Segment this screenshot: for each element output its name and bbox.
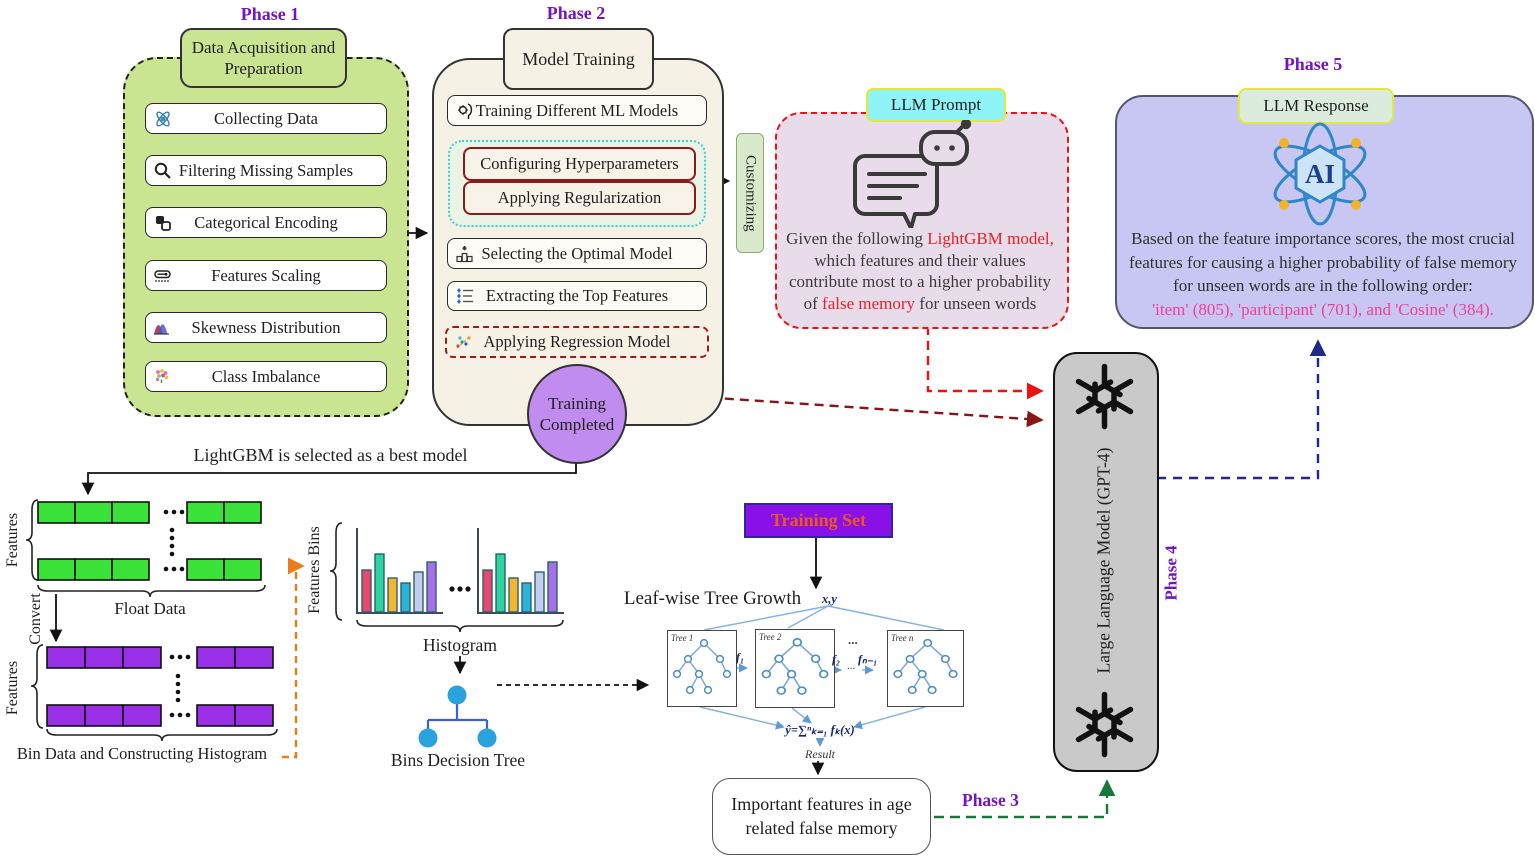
llm-prompt-text: Given the following LightGBM model, whic…	[786, 229, 1054, 313]
tree-dots: ...	[848, 632, 858, 647]
distribution-icon	[154, 323, 169, 335]
customizing-tag: Customizing	[736, 133, 764, 253]
fn1-label: fₙ₋₁	[858, 652, 878, 666]
convert-label: Convert	[27, 593, 45, 645]
step-configuring-hyperparameters: Configuring Hyperparameters	[463, 147, 696, 181]
result-label: Result	[805, 747, 835, 761]
optimal-model-icon	[456, 245, 473, 262]
llm-prompt-label: LLM Prompt	[866, 88, 1006, 122]
histogram-label: Histogram	[423, 635, 497, 655]
phase2-label: Phase 2	[546, 2, 606, 23]
robot-chat-icon	[853, 120, 972, 228]
ai-label: AI	[1304, 158, 1335, 189]
gpt4-title: Large Language Model (GPT-4)	[1093, 447, 1114, 673]
tree-1-box: Tree 1	[667, 630, 737, 707]
step-skewness-distribution: Skewness Distribution	[145, 312, 387, 343]
phase2-title: Model Training	[503, 28, 654, 90]
encoding-icon	[156, 215, 171, 231]
tree-n-box: Tree n	[887, 630, 964, 707]
step-class-imbalance: Class Imbalance	[145, 361, 387, 392]
f1-label: f₁	[736, 650, 745, 664]
lightgbm-note: LightGBM is selected as a best model	[193, 444, 468, 465]
features-bins-label: Features Bins	[306, 526, 324, 614]
phase4-label: Phase 4	[1162, 544, 1181, 601]
phase5-label: Phase 5	[1283, 53, 1343, 74]
step-extracting-top-features: Extracting the Top Features	[447, 281, 707, 311]
tree-diagram-icon	[761, 638, 829, 695]
step-training-ml-models: Training Different ML Models	[447, 95, 707, 126]
f-dots: ...	[847, 660, 856, 672]
step-applying-regression-model: Applying Regression Model	[445, 326, 709, 358]
training-completed-circle: Training Completed	[527, 364, 627, 464]
phase1-title: Data Acquisition and Preparation	[180, 28, 347, 88]
xy-label: x,y	[822, 592, 837, 606]
llm-response-highlight: 'item' (805), 'participant' (701), and '…	[1152, 299, 1494, 319]
step-collecting-data: Collecting Data	[145, 103, 387, 134]
features-label-bin: Features	[4, 660, 22, 716]
llm-response-label: LLM Response	[1238, 88, 1394, 124]
openai-logo-icon	[1075, 691, 1134, 758]
step-filtering-missing: Filtering Missing Samples	[145, 155, 387, 186]
step-selecting-optimal-model: Selecting the Optimal Model	[447, 238, 707, 269]
phase1-label: Phase 1	[240, 3, 300, 24]
tree-2-box: Tree 2	[755, 629, 835, 708]
f2-label: f₂	[832, 652, 841, 666]
important-features-box: Important features in age related false …	[712, 778, 931, 855]
features-bins-histograms	[356, 528, 564, 614]
llm-response-text: Based on the feature importance scores, …	[1128, 227, 1518, 321]
phase3-label: Phase 3	[962, 790, 1019, 810]
step-applying-regularization: Applying Regularization	[463, 181, 696, 215]
step-features-scaling: Features Scaling	[145, 260, 387, 291]
step-categorical-encoding: Categorical Encoding	[145, 207, 387, 238]
imbalance-icon	[155, 368, 169, 383]
openai-logo-icon	[1075, 363, 1134, 430]
features-label-float: Features	[4, 512, 22, 568]
tree-diagram-icon	[672, 638, 732, 695]
sum-formula: ŷ=∑ⁿₖ₌₁ fₖ(x)	[785, 723, 855, 737]
bin-data-label: Bin Data and Constructing Histogram	[16, 744, 268, 763]
ai-atom-icon	[1273, 122, 1367, 226]
llm-response-box	[1115, 95, 1534, 329]
atom-icon	[156, 110, 170, 127]
leafwise-label: Leaf-wise Tree Growth	[623, 588, 802, 609]
regression-icon	[456, 335, 472, 349]
top-features-icon	[457, 288, 473, 304]
ml-models-icon	[458, 102, 473, 119]
bins-decision-tree-label: Bins Decision Tree	[390, 750, 526, 770]
float-data-label: Float Data	[114, 599, 186, 618]
tree-diagram-icon	[893, 638, 958, 695]
magnifier-icon	[154, 162, 171, 179]
training-set-box: Training Set	[744, 503, 893, 538]
scaling-icon	[154, 269, 171, 282]
bins-decision-tree	[418, 685, 497, 748]
